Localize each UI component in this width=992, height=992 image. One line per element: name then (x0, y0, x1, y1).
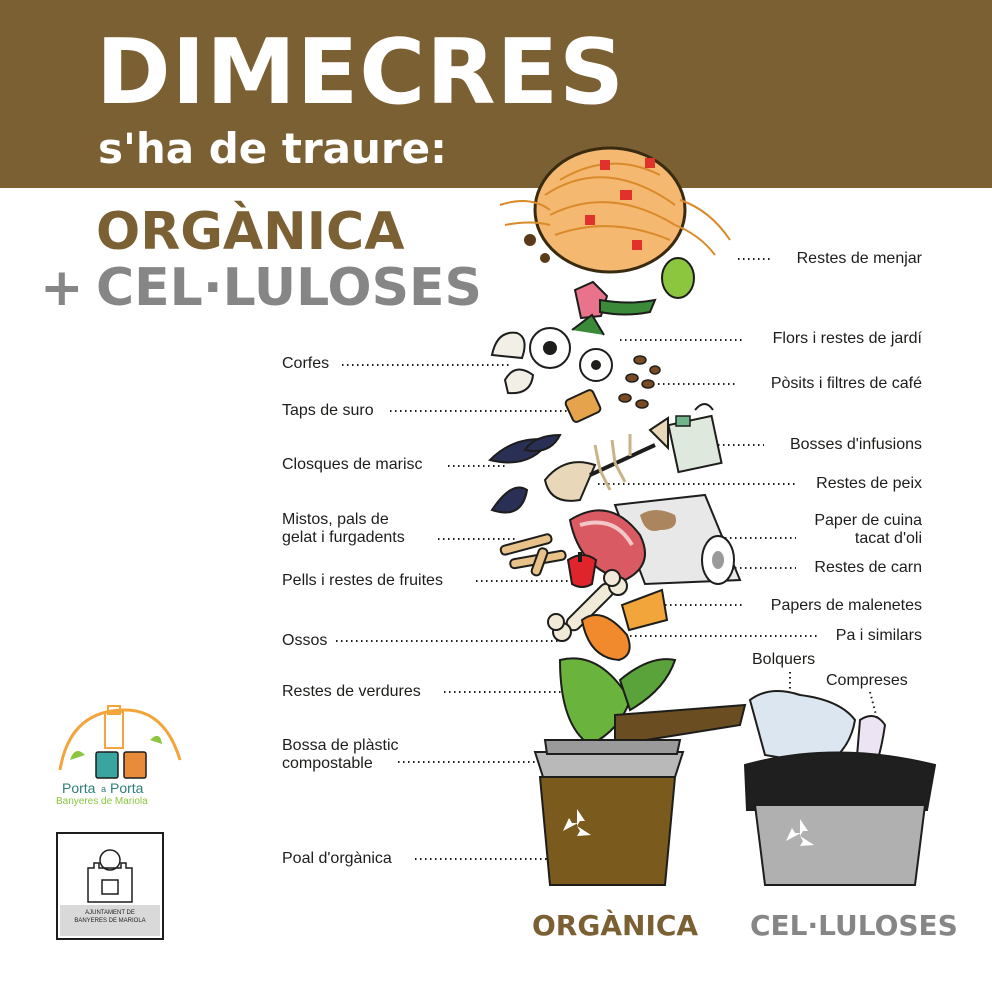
label-sticks-line2: gelat i furgadents (282, 529, 405, 546)
bin-label-organic: ORGÀNICA (532, 909, 699, 942)
porta-a-porta-logo (58, 705, 182, 779)
paper-towel-icon (613, 493, 742, 586)
matchsticks-icon (499, 533, 567, 577)
label-eggshells: Corfes (282, 355, 330, 372)
label-sanitary-pads: Compreses (826, 672, 908, 689)
cellulose-bin-icon (743, 690, 937, 886)
label-kitchen-paper-line2: tacat d'oli (854, 530, 922, 547)
label-organic-bin: Poal d'orgànica (282, 850, 392, 867)
flowers-icon (529, 280, 657, 382)
label-fish-leftovers: Restes de peix (816, 475, 922, 492)
eggshell-icon (490, 331, 535, 395)
label-compostable-bag-line2: compostable (282, 755, 373, 772)
label-coffee-grounds: Pòsits i filtres de café (770, 375, 922, 392)
meat-icon (568, 509, 646, 582)
vegetables-icon (558, 657, 677, 747)
noodles-icon (499, 146, 731, 299)
label-bread: Pa i similars (835, 627, 922, 644)
municipality-text-line1: AJUNTAMENT DE (85, 910, 135, 916)
logo-text-connector: a (101, 784, 107, 794)
page-subtitle: s'ha de traure: (98, 124, 447, 173)
organic-bin-icon (533, 703, 747, 886)
apple-core-icon (566, 552, 598, 588)
header-banner (0, 0, 992, 188)
coffee-grounds-icon (618, 355, 661, 409)
page-title: DIMECRES (96, 20, 625, 125)
label-cupcake-papers: Papers de malenetes (770, 597, 922, 614)
label-vegetables: Restes de verdures (282, 683, 421, 700)
label-diapers: Bolquers (752, 651, 816, 668)
bin-label-cellulose: CEL·LULOSES (750, 909, 958, 942)
label-food-leftovers: Restes de menjar (796, 250, 922, 267)
label-meat-leftovers: Restes de carn (814, 559, 922, 576)
plus-sign: + (40, 258, 84, 318)
logo-text-porta-2: Porta (110, 780, 144, 796)
waste-type-cellulose: CEL·LULOSES (96, 258, 482, 318)
label-tea-bags: Bosses d'infusions (789, 436, 922, 453)
bone-icon (547, 569, 628, 642)
mussel-shell-icon (488, 433, 562, 514)
label-compostable-bag-line1: Bossa de plàstic (282, 737, 399, 754)
municipality-logo (56, 832, 164, 940)
cupcake-paper-icon (620, 588, 669, 632)
label-shellfish: Closques de marisc (282, 456, 423, 473)
waste-type-organic: ORGÀNICA (96, 202, 405, 262)
bread-icon (580, 614, 631, 662)
label-kitchen-paper-line1: Paper de cuina (814, 512, 922, 529)
label-bones: Ossos (282, 632, 328, 649)
label-fruit-peels: Pells i restes de fruites (282, 572, 443, 589)
recycle-icon (563, 809, 591, 836)
logo-text-porta-1: Porta (62, 780, 96, 796)
label-flowers-garden: Flors i restes de jardí (772, 330, 922, 347)
tea-bag-icon (667, 403, 723, 474)
recycle-icon (786, 819, 814, 846)
label-sticks-line1: Mistos, pals de (282, 511, 389, 528)
cork-icon (564, 389, 602, 423)
municipality-text-line2: BANYERES DE MARIOLA (74, 918, 146, 924)
castle-icon (104, 705, 124, 749)
label-corks: Taps de suro (282, 402, 374, 419)
fish-bones-icon (543, 416, 669, 502)
logo-text-town: Banyeres de Mariola (56, 796, 148, 807)
crest-icon (87, 849, 133, 903)
